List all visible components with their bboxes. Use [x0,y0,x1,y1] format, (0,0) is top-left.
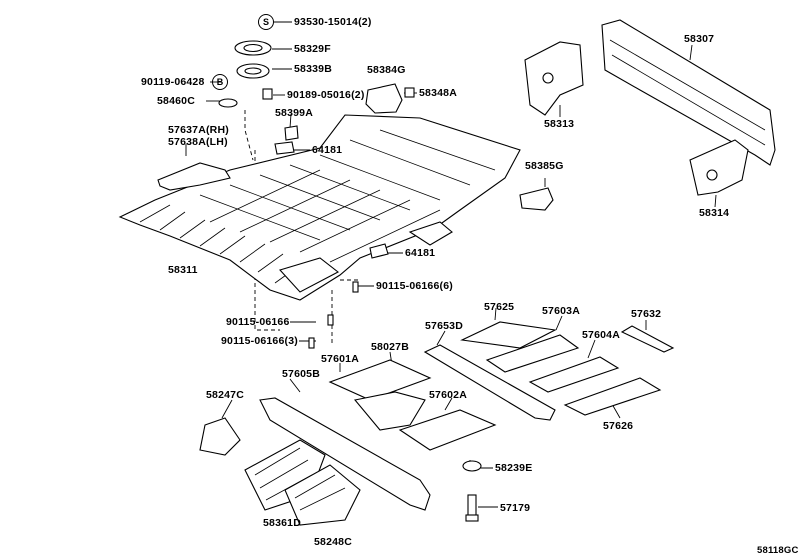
part-label: 90119-06428 [141,76,205,88]
panel-58313 [524,41,584,116]
part-label: 58027B [371,341,409,353]
part-label: 58361D [263,517,301,529]
part-label: 90115-06166(3) [221,335,298,347]
panel-58314 [689,139,749,196]
part-label: 90189-05016(2) [287,89,365,101]
rail-57603 [485,334,580,373]
part-label: 58247C [206,389,244,401]
part-label: 57632 [631,308,662,320]
symbol-s: S [258,14,274,30]
symbol-b: B [212,74,228,90]
part-label: 57604A [582,329,620,341]
rail-57653 [423,344,556,421]
rail-57604 [528,356,620,393]
part-58385 [519,187,554,211]
part-label: 58313 [544,118,575,130]
part-label: 57637A(RH) [168,124,229,136]
member-58307 [601,19,776,166]
rail-57625 [460,321,557,349]
member-57605 [259,397,431,511]
part-label: 58385G [525,160,564,172]
panel-58248 [284,464,361,526]
part-label: 58311 [168,264,198,276]
clip-58348 [404,87,415,98]
bracket-58247 [199,417,241,456]
part-label: 64181 [405,247,436,259]
floor-pan-58311 [118,114,521,301]
nut-58239 [462,460,482,472]
part-label: 58307 [684,33,715,45]
part-label: 64181 [312,144,343,156]
part-label: 57653D [425,320,463,332]
part-label: 58248C [314,536,352,548]
part-label: 57638A(LH) [168,136,228,148]
bracket-57637 [157,162,231,191]
part-label: 58399A [275,107,313,119]
bracket-58384 [365,83,403,114]
stud-57179 [467,494,477,518]
part-label: 57602A [429,389,467,401]
part-label: 58329F [294,43,331,55]
rail-57626 [563,377,662,416]
part-label: 58348A [419,87,457,99]
part-label: 57626 [603,420,634,432]
part-label: 58314 [699,207,730,219]
member-57602 [398,409,497,451]
part-label: 90115-06166 [226,316,290,328]
part-label: 57625 [484,301,515,313]
diagram-id: 58118GC [757,545,799,556]
part-label: 58384G [367,64,406,76]
member-57601 [328,359,432,401]
panel-58027 [353,391,426,431]
part-label: 57605B [282,368,320,380]
spacer-parts [218,40,273,108]
part-label: 58239E [495,462,533,474]
part-label: 57603A [542,305,580,317]
part-label: 57179 [500,502,531,514]
bar-57632 [620,325,675,353]
part-label: 93530-15014(2) [294,16,372,28]
part-label: 58460C [157,95,195,107]
part-label: 90115-06166(6) [376,280,453,292]
part-label: 58339B [294,63,332,75]
part-label: 57601A [321,353,359,365]
